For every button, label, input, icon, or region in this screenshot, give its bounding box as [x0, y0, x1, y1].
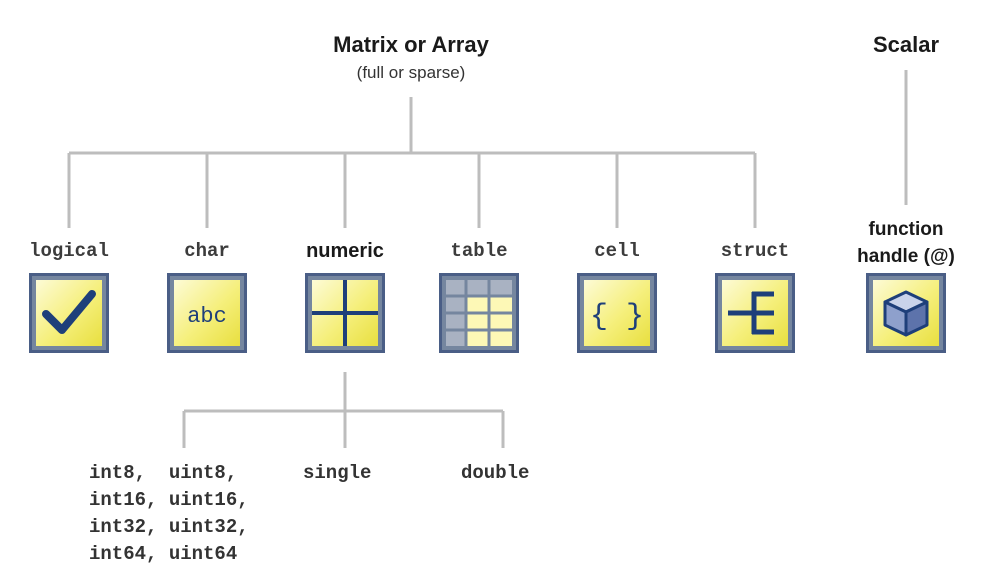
cell-label: cell — [594, 240, 640, 262]
struct-icon — [728, 291, 774, 335]
table-icon — [446, 280, 512, 346]
scalar-title: Scalar — [872, 32, 940, 57]
check-icon — [42, 290, 96, 334]
numeric-label: numeric — [306, 240, 384, 262]
matrix-subtitle: (full or sparse) — [356, 63, 466, 82]
integer-type-line: int16, uint16, — [89, 489, 249, 511]
abc-text: abc — [187, 304, 227, 329]
function-handle-line1: function — [868, 219, 944, 240]
integer-type-line: int64, uint64 — [89, 543, 238, 565]
function-handle-box — [866, 273, 946, 353]
abc-icon: abc — [187, 304, 227, 329]
function-handle-line2: handle (@) — [857, 246, 955, 267]
grid-icon — [312, 280, 378, 346]
logical-box — [29, 273, 109, 353]
logical-label: logical — [29, 240, 109, 262]
single-label: single — [303, 462, 372, 484]
char-box: abc — [167, 273, 247, 353]
cell-box: { } — [577, 273, 657, 353]
integer-type-line: int8, uint8, — [89, 462, 238, 484]
function-handle-label: function handle (@) — [836, 216, 976, 270]
braces-icon: { } — [590, 300, 644, 334]
table-box — [439, 273, 519, 353]
matrix-title: Matrix or Array — [333, 32, 489, 57]
braces-text: { } — [590, 300, 644, 334]
table-label: table — [450, 240, 508, 262]
numeric-box — [305, 273, 385, 353]
char-label: char — [184, 240, 230, 262]
struct-label: struct — [720, 240, 790, 262]
cube-icon — [883, 290, 929, 337]
double-label: double — [461, 462, 530, 484]
struct-box — [715, 273, 795, 353]
integer-type-line: int32, uint32, — [89, 516, 249, 538]
